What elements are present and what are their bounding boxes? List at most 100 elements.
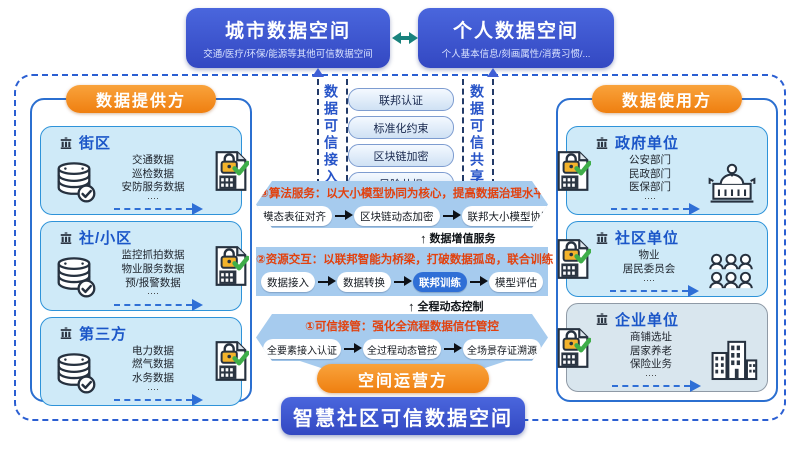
data-consumer-panel: 政府单位 公安部门 民政部门 医保部门 ···· 社区单位 物业 <box>556 98 778 402</box>
dashed-flow-arrow <box>610 284 699 297</box>
arrow-right-icon <box>444 348 454 351</box>
section-resource-interaction: ②资源交互：以联邦智能为桥梁，打破数据孤岛，联合训练 数据接入 数据转换 联邦训… <box>256 247 554 296</box>
data-item: 居民委员会 <box>622 262 676 275</box>
secure-document-icon <box>555 326 591 369</box>
arrow-up-icon: ↑ <box>408 298 415 314</box>
data-item: 物业服务数据 <box>121 262 185 275</box>
dashed-line <box>346 79 348 181</box>
dynamic-control-label: ↑ 全程动态控制 <box>408 298 484 314</box>
data-item: 水务数据 <box>132 371 174 384</box>
institution-icon <box>59 326 73 340</box>
data-trusted-sharing-label: 数据可信共享 <box>469 84 485 186</box>
step-pill: 全过程动态管控 <box>363 339 441 359</box>
section-title: ①可信接管：强化全流程数据信任管控 <box>305 321 499 333</box>
arrow-right-icon <box>470 277 488 286</box>
smart-community-space-pill: 智慧社区可信数据空间 <box>281 397 525 435</box>
secure-document-icon <box>213 244 249 287</box>
database-check-icon <box>51 351 97 395</box>
data-item: 居家养老 <box>630 344 672 357</box>
secure-document-icon <box>213 340 249 383</box>
arrow-right-icon <box>394 277 412 286</box>
data-item: 监控抓拍数据 <box>121 249 185 262</box>
dashed-flow-arrow <box>114 298 203 311</box>
ellipsis: ···· <box>643 274 655 285</box>
dashed-line <box>462 79 464 181</box>
step-pill: 数据转换 <box>337 272 391 292</box>
provider-card-community: 社/小区 监控抓拍数据 物业服务数据 预/报警数据 ···· <box>40 221 242 311</box>
data-item: 预/报警数据 <box>125 276 181 289</box>
step-pill: 多模态表征对齐 <box>247 206 333 226</box>
arrow-right-icon <box>443 215 453 218</box>
arrow-up-icon: ↑ <box>420 230 427 246</box>
secure-document-icon <box>555 238 591 281</box>
data-item: 电力数据 <box>132 344 174 357</box>
section-title: ③算法服务：以大小模型协同为核心，提高数据治理水平 <box>259 188 545 200</box>
arrow-right-icon <box>318 277 336 286</box>
secure-document-icon <box>555 149 591 192</box>
step-pill: 数据接入 <box>261 272 315 292</box>
consumer-card-title: 政府单位 <box>615 135 680 152</box>
ellipsis: ···· <box>147 288 159 299</box>
ellipsis: ···· <box>147 192 159 203</box>
provider-card-title: 街区 <box>79 135 112 152</box>
provider-card-block: 街区 交通数据 巡检数据 安防服务数据 ···· <box>40 126 242 216</box>
dashed-flow-arrow <box>114 393 203 406</box>
step-pill: 全要素接入认证 <box>263 339 341 359</box>
data-provider-panel: 街区 交通数据 巡检数据 安防服务数据 ···· 社/小区 监控 <box>30 98 252 406</box>
secure-document-icon <box>213 149 249 192</box>
consumer-card-government: 政府单位 公安部门 民政部门 医保部门 ···· <box>566 126 768 216</box>
section-trusted-governance: ①可信接管：强化全流程数据信任管控 全要素接入认证 全过程动态管控 全场景存证溯… <box>256 314 548 361</box>
data-item: 巡检数据 <box>132 167 174 180</box>
data-item: 医保部门 <box>629 181 671 194</box>
ellipsis: ···· <box>644 192 656 203</box>
step-pill: 模型评估 <box>489 272 543 292</box>
government-building-icon <box>705 160 759 204</box>
data-item: 公安部门 <box>629 154 671 166</box>
arrow-up-icon <box>312 68 324 77</box>
data-trusted-access-label: 数据可信接入 <box>323 84 339 186</box>
institution-icon <box>595 312 609 326</box>
constraint-pill-blockchain: 区块链加密 <box>348 144 454 167</box>
city-buildings-icon <box>707 338 759 381</box>
people-group-icon <box>703 251 759 291</box>
dashed-flow-arrow <box>611 203 700 216</box>
data-item: 交通数据 <box>132 154 174 166</box>
institution-icon <box>595 136 609 150</box>
city-data-space-box: 城市数据空间 交通/医疗/环保/能源等其他可信数据空间 <box>186 8 390 68</box>
step-pill-federated-training: 联邦训练 <box>413 272 467 292</box>
value-added-service-label: ↑ 数据增值服务 <box>420 230 496 246</box>
arrow-right-icon <box>344 348 354 351</box>
ellipsis: ···· <box>645 369 657 380</box>
constraint-pill-federal-auth: 联邦认证 <box>348 88 454 111</box>
data-item: 民政部门 <box>629 167 671 180</box>
dashed-line <box>317 79 319 185</box>
consumer-card-title: 社区单位 <box>615 230 680 248</box>
data-item: 物业 <box>638 249 660 262</box>
personal-data-space-title: 个人数据空间 <box>452 21 579 42</box>
consumer-card-title: 企业单位 <box>615 311 680 329</box>
institution-icon <box>59 231 73 245</box>
section-algorithm-services: ③算法服务：以大小模型协同为核心，提高数据治理水平 多模态表征对齐 区块链动态加… <box>256 181 548 228</box>
data-item: 商铺选址 <box>630 330 672 343</box>
provider-card-title: 社/小区 <box>79 230 133 248</box>
step-pill: 全场景存证溯源 <box>463 339 541 359</box>
data-item: 燃气数据 <box>132 358 174 371</box>
space-operator-pill: 空间运营方 <box>317 364 489 393</box>
provider-card-title: 第三方 <box>79 325 128 343</box>
city-data-space-subtitle: 交通/医疗/环保/能源等其他可信数据空间 <box>203 49 373 60</box>
section-title: ②资源交互：以联邦智能为桥梁，打破数据孤岛，联合训练 <box>256 254 554 266</box>
data-consumer-header: 数据使用方 <box>592 85 742 113</box>
consumer-card-enterprise: 企业单位 商铺选址 居家养老 保险业务 ···· <box>566 302 768 393</box>
bidirectional-arrow-icon <box>392 32 418 44</box>
dashed-flow-arrow <box>612 380 701 393</box>
provider-card-thirdparty: 第三方 电力数据 燃气数据 水务数据 ···· <box>40 316 242 406</box>
dashed-line <box>492 79 494 185</box>
data-item: 保险业务 <box>630 358 672 371</box>
institution-icon <box>595 231 609 245</box>
database-check-icon <box>51 160 97 204</box>
data-provider-header: 数据提供方 <box>66 85 216 113</box>
data-item: 安防服务数据 <box>121 181 185 194</box>
gap-label-text: 数据增值服务 <box>429 233 496 245</box>
ellipsis: ···· <box>147 383 159 394</box>
